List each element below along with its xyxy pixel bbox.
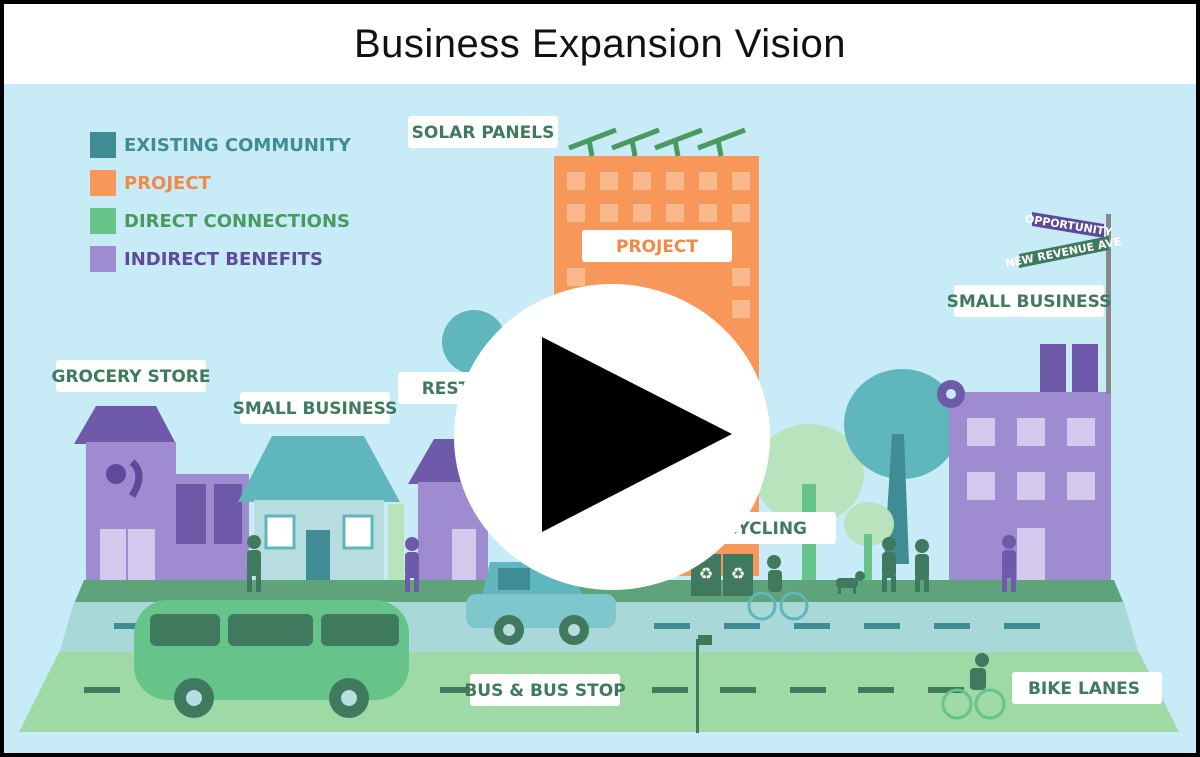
dog-icon (836, 571, 865, 594)
person-icon (915, 539, 929, 592)
svg-text:SOLAR PANELS: SOLAR PANELS (412, 123, 555, 143)
label-bike-lanes: BIKE LANES (1012, 672, 1162, 704)
svg-text:DIRECT CONNECTIONS: DIRECT CONNECTIONS (124, 211, 350, 232)
label-bus-stop: BUS & BUS STOP (464, 674, 626, 706)
bus (134, 600, 409, 718)
label-small-business-right: SMALL BUSINESS (947, 285, 1112, 317)
legend: EXISTING COMMUNITY PROJECT DIRECT CONNEC… (90, 132, 352, 272)
bus-stop-sign (696, 635, 712, 733)
person-icon (882, 537, 896, 592)
svg-text:REST: REST (422, 379, 471, 399)
recycling-bins: ♻ ♻ (691, 554, 753, 596)
svg-text:PROJECT: PROJECT (124, 173, 212, 194)
svg-text:PROJECT: PROJECT (616, 237, 698, 257)
person-icon (247, 535, 261, 592)
label-project: PROJECT (582, 230, 732, 262)
sidewalk-far (74, 580, 1124, 604)
svg-text:BIKE LANES: BIKE LANES (1028, 679, 1140, 699)
person-icon (1002, 535, 1016, 592)
svg-text:CYCLING: CYCLING (725, 519, 807, 539)
label-grocery-store: GROCERY STORE (52, 360, 211, 392)
play-button[interactable] (452, 282, 772, 592)
svg-text:EXISTING COMMUNITY: EXISTING COMMUNITY (124, 135, 352, 156)
solar-panels (568, 127, 746, 157)
lane-dashes-near (84, 687, 964, 693)
svg-text:INDIRECT BENEFITS: INDIRECT BENEFITS (124, 249, 323, 270)
small-business-building (937, 212, 1111, 580)
person-icon (405, 537, 419, 592)
label-small-business-left: SMALL BUSINESS (233, 392, 398, 424)
car (466, 562, 616, 645)
svg-text:SMALL BUSINESS: SMALL BUSINESS (233, 399, 398, 419)
cyclist-near (941, 653, 1006, 720)
cyclist-far (747, 555, 809, 621)
illustration: ♻ ♻ (4, 84, 1196, 753)
label-solar-panels: SOLAR PANELS (408, 116, 558, 148)
banana-icon (128, 459, 143, 498)
legend-item-existing-community: EXISTING COMMUNITY (90, 132, 352, 158)
svg-text:BUS & BUS STOP: BUS & BUS STOP (464, 681, 625, 701)
trees-right (754, 369, 960, 580)
apple-icon (106, 464, 126, 484)
pedestrians (247, 535, 1016, 594)
recycle-icon: ♻ (699, 566, 713, 583)
svg-text:SMALL BUSINESS: SMALL BUSINESS (947, 292, 1112, 312)
infographic-svg: ♻ ♻ (4, 84, 1196, 753)
label-restaurant: REST (398, 372, 478, 404)
street-sign (1019, 212, 1109, 268)
legend-item-indirect-benefits: INDIRECT BENEFITS (90, 246, 323, 272)
small-business-house (238, 436, 400, 580)
legend-item-direct-connections: DIRECT CONNECTIONS (90, 208, 350, 234)
play-icon (454, 284, 770, 590)
legend-item-project: PROJECT (90, 170, 212, 196)
recycle-icon: ♻ (731, 566, 745, 583)
grocery-store (74, 406, 249, 580)
page-title: Business Expansion Vision (353, 21, 847, 66)
svg-text:GROCERY STORE: GROCERY STORE (52, 367, 211, 387)
